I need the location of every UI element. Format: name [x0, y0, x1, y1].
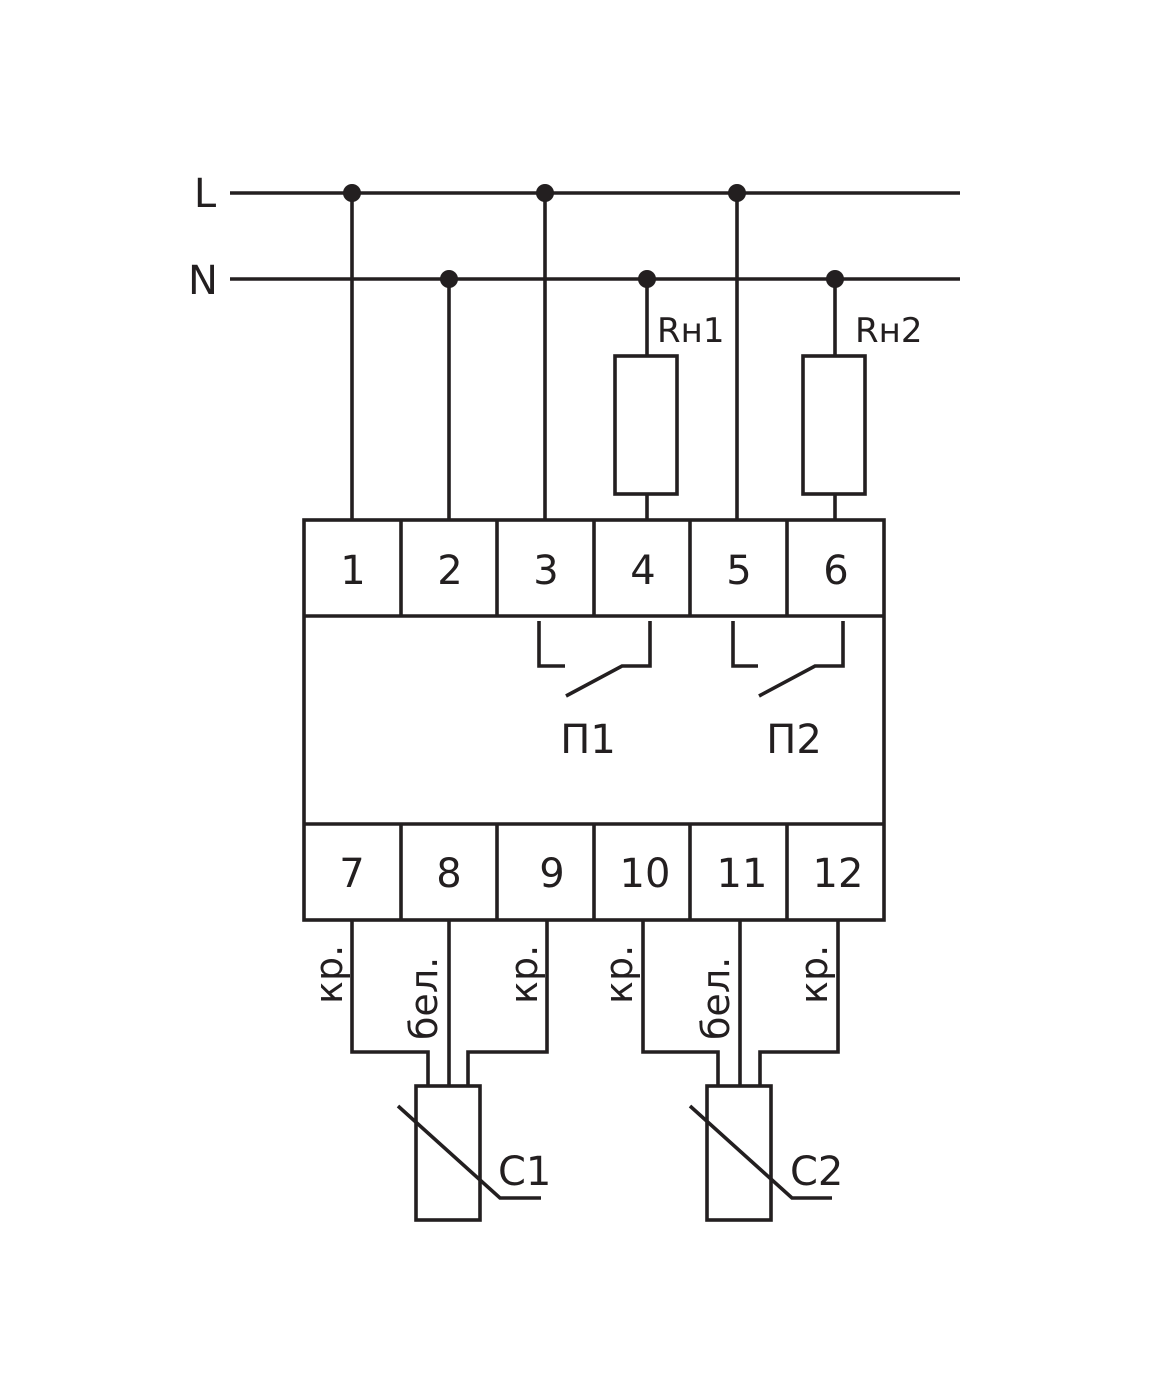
terminal-3: 3 [533, 548, 558, 594]
terminal-10: 10 [620, 851, 671, 897]
sensor1-wire-red-right [466, 920, 549, 1086]
junction-dot [536, 184, 554, 202]
sensor2-wire-red-left [641, 920, 720, 1086]
terminal-12: 12 [813, 851, 864, 897]
terminal-8: 8 [436, 851, 461, 897]
junction-dot [343, 184, 361, 202]
terminal-2: 2 [437, 548, 462, 594]
contact-label-1: П1 [560, 717, 616, 763]
wire-color-label: кр. [502, 945, 546, 1004]
bus-label-n: N [188, 258, 218, 304]
relay-contact-1-fixed [537, 621, 565, 668]
wire-color-label: бел. [694, 957, 738, 1040]
terminal-9: 9 [539, 851, 564, 897]
junction-dot [638, 270, 656, 288]
wire-color-label: бел. [402, 957, 446, 1040]
terminal-5: 5 [726, 548, 751, 594]
junction-dot [728, 184, 746, 202]
relay-contact-2-fixed [731, 621, 758, 668]
load-label-2: Rн2 [855, 311, 923, 351]
terminal-4: 4 [630, 548, 655, 594]
terminal-1: 1 [340, 548, 365, 594]
load-label-1: Rн1 [657, 311, 725, 351]
thermistor-slash-1 [396, 1104, 541, 1200]
junction-dot [826, 270, 844, 288]
bus-label-l: L [194, 171, 217, 217]
load-resistor-1 [613, 354, 679, 496]
sensor-label-1: C1 [498, 1149, 551, 1195]
relay-contact-2-lever [758, 621, 845, 698]
relay-contact-1-lever [565, 621, 652, 698]
sensor-body-2 [705, 1084, 773, 1222]
contact-label-2: П2 [766, 717, 822, 763]
junction-dot [440, 270, 458, 288]
wire-color-label: кр. [307, 945, 351, 1004]
sensor2-wire-red-right [758, 920, 840, 1086]
terminal-6: 6 [823, 548, 848, 594]
thermistor-slash-2 [688, 1104, 832, 1200]
wire-color-label: кр. [792, 945, 836, 1004]
wire-color-label: кр. [597, 945, 641, 1004]
sensor1-wire-red-left [350, 920, 430, 1086]
terminal-11: 11 [717, 851, 768, 897]
load-resistor-2 [801, 354, 867, 496]
terminal-7: 7 [339, 851, 364, 897]
sensor-label-2: C2 [790, 1149, 843, 1195]
